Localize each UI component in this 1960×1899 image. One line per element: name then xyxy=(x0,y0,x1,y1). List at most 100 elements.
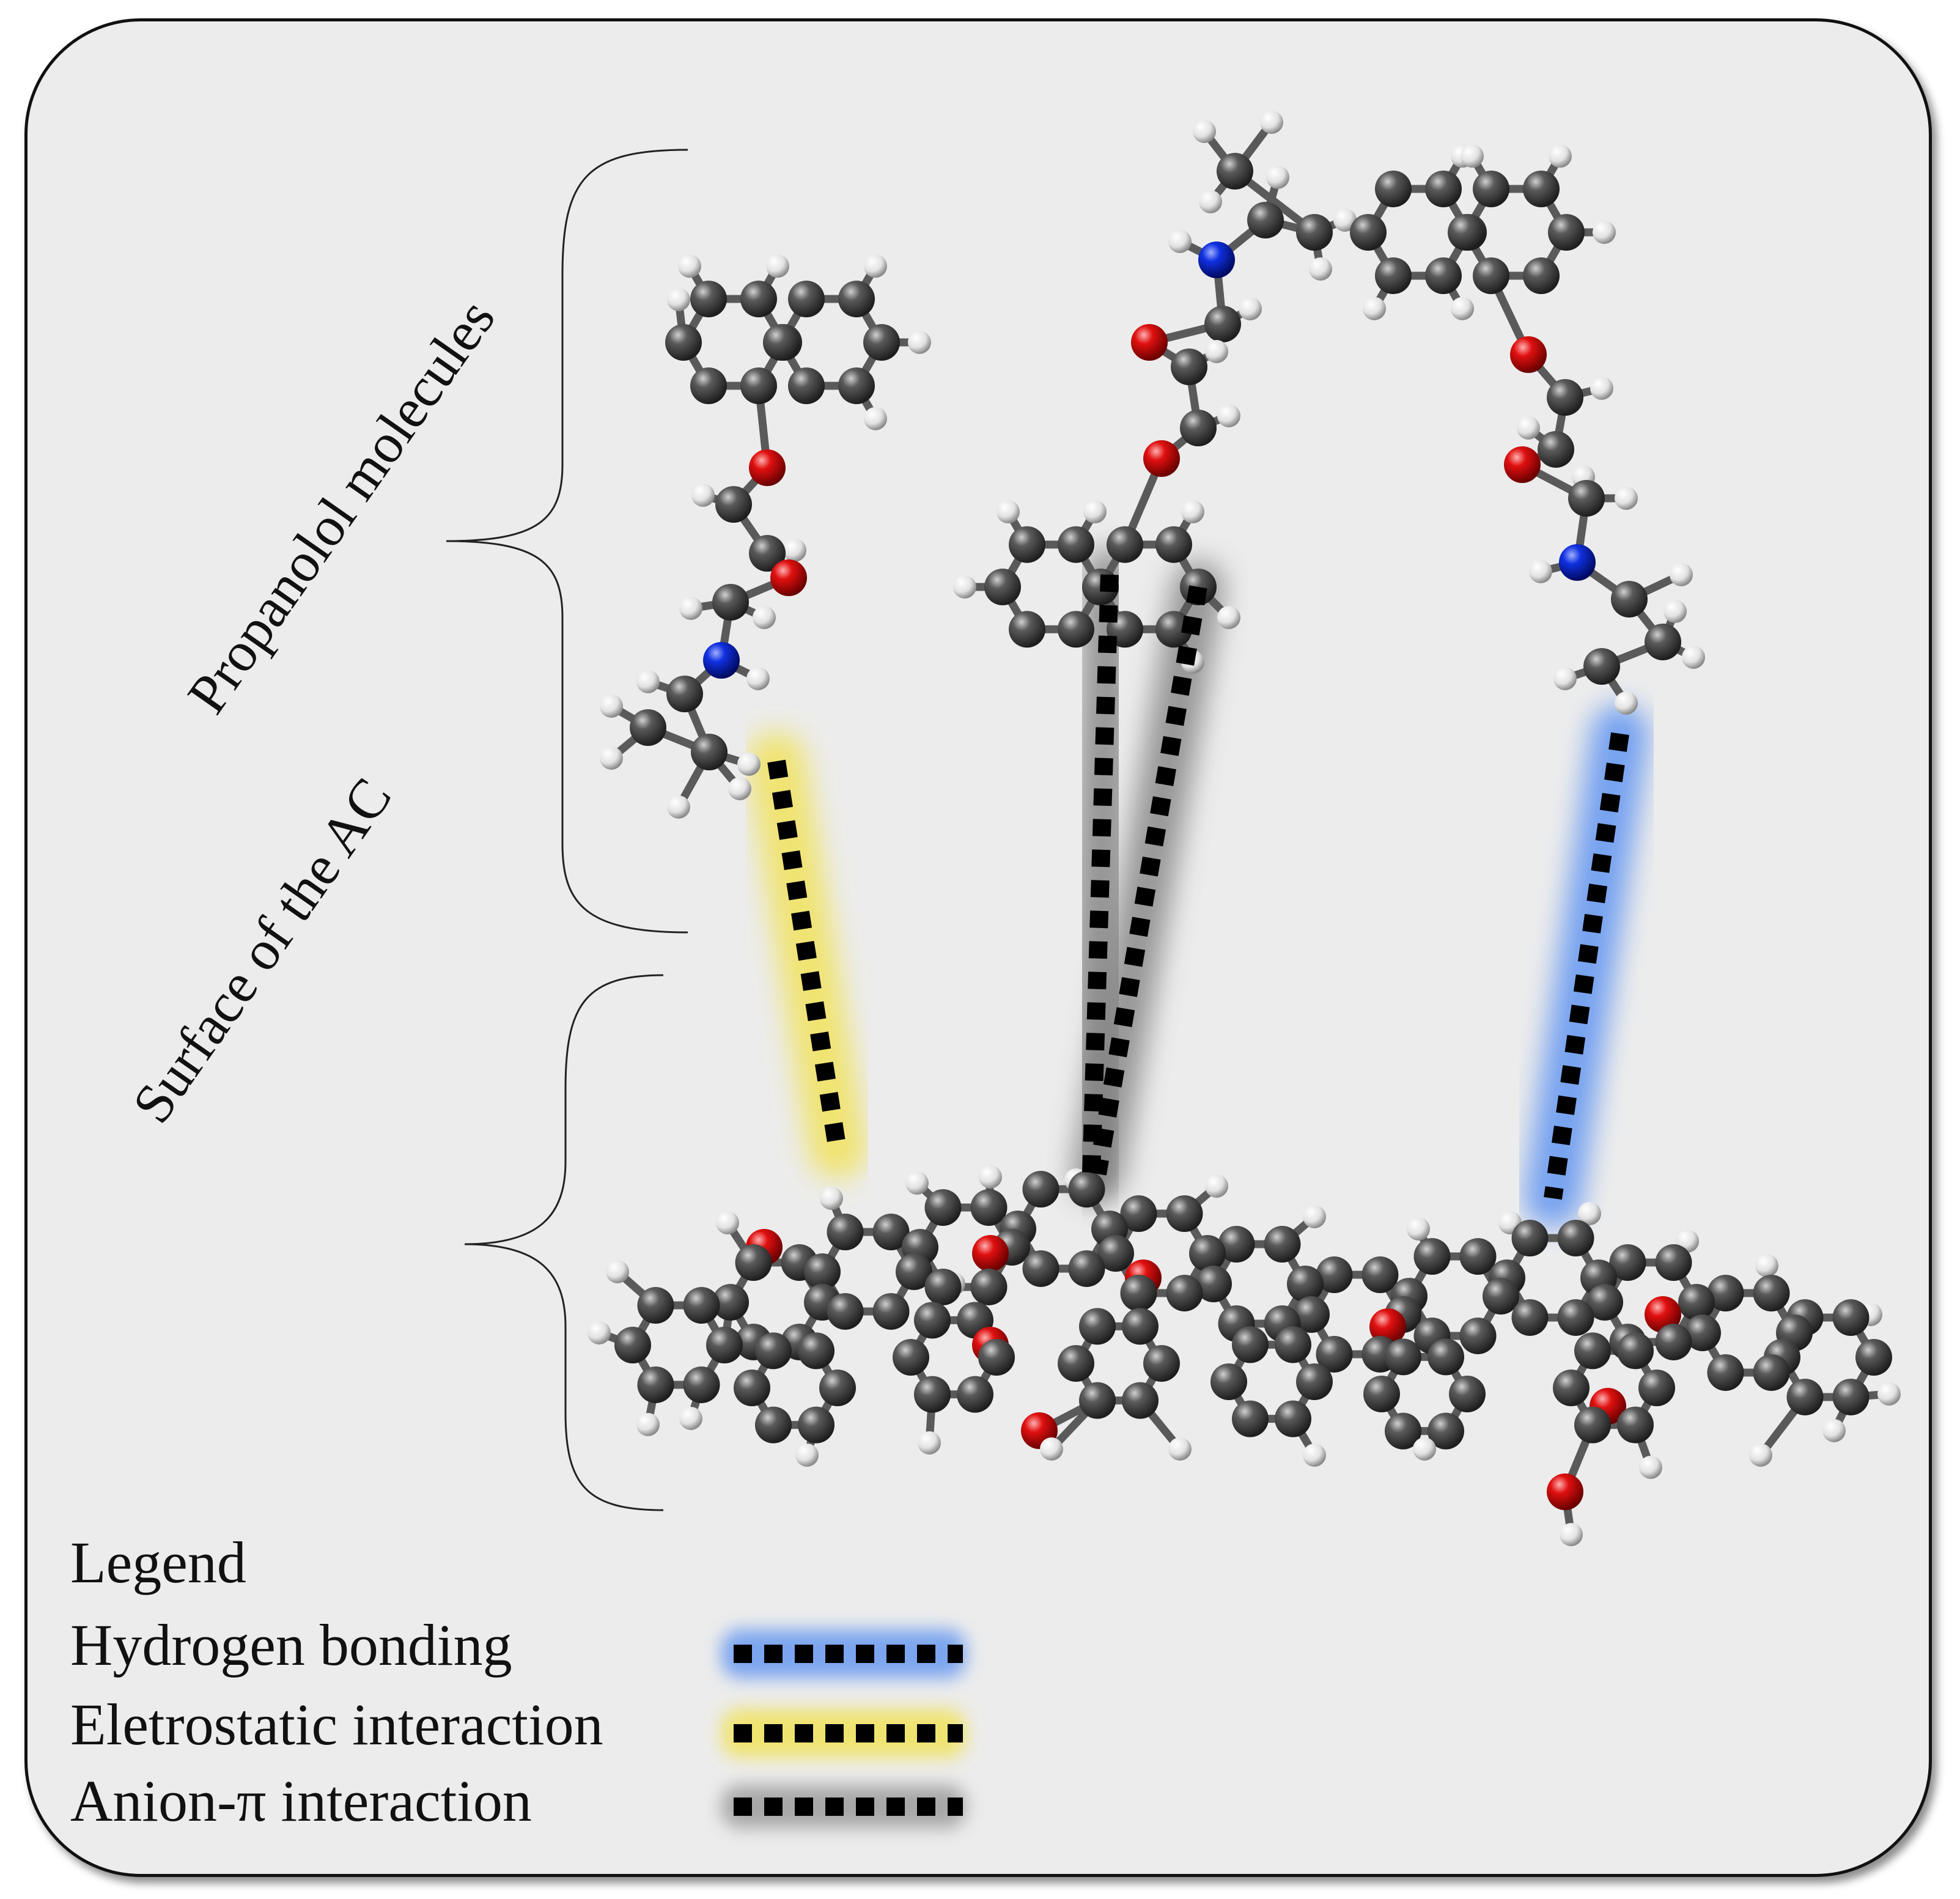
hydrogen-atom xyxy=(783,539,806,562)
carbon-atom xyxy=(924,1268,962,1305)
hydrogen-atom xyxy=(1199,190,1222,213)
carbon-atom xyxy=(1009,611,1045,648)
hydrogen-atom xyxy=(1168,1437,1192,1461)
carbon-atom xyxy=(1375,170,1412,207)
oxygen-atom xyxy=(1547,1473,1583,1510)
carbon-atom xyxy=(798,1332,834,1370)
carbon-atom xyxy=(1079,1308,1116,1345)
carbon-atom xyxy=(1171,348,1207,385)
oxygen-atom xyxy=(1504,446,1541,483)
oxygen-atom xyxy=(1645,1296,1681,1333)
carbon-atom xyxy=(1413,1238,1451,1275)
oxygen-atom xyxy=(1510,336,1547,373)
carbon-atom xyxy=(1547,379,1583,416)
carbon-atom xyxy=(1538,431,1574,468)
hydrogen-atom xyxy=(1877,1382,1901,1406)
carbon-atom xyxy=(691,734,728,770)
carbon-atom xyxy=(914,1376,951,1413)
carbon-atom xyxy=(1678,1284,1715,1321)
carbon-atom xyxy=(637,1287,674,1324)
carbon-atom xyxy=(1275,1400,1311,1437)
carbon-atom xyxy=(1107,526,1143,563)
hydrogen-atom xyxy=(1363,297,1386,320)
oxygen-atom xyxy=(1143,440,1180,477)
carbon-atom xyxy=(827,1292,864,1330)
carbon-atom xyxy=(1449,1376,1486,1412)
carbon-atom xyxy=(1287,1266,1324,1302)
hydrogen-atom xyxy=(737,753,761,776)
hydrogen-atom xyxy=(636,1413,660,1436)
hydrogen-atom xyxy=(1663,600,1687,623)
hydrogen-atom xyxy=(1822,1419,1846,1442)
carbon-atom xyxy=(1611,581,1648,618)
carbon-atom xyxy=(1120,1195,1157,1233)
carbon-atom xyxy=(924,1189,962,1226)
carbon-atom xyxy=(1574,1332,1611,1370)
carbon-atom xyxy=(1574,1406,1611,1444)
carbon-atom xyxy=(1385,1412,1421,1450)
carbon-atom xyxy=(1483,1278,1519,1315)
hydrogen-atom xyxy=(1682,646,1705,669)
legend-label-hydrogen-bonding: Hydrogen bonding xyxy=(70,1612,512,1678)
carbon-atom xyxy=(788,367,825,405)
hydrogen-atom xyxy=(606,1260,629,1283)
hydrogen-atom xyxy=(1333,208,1357,232)
anion-pi-interaction-lines xyxy=(1082,574,1207,1176)
carbon-atom xyxy=(1058,526,1094,563)
carbon-atom xyxy=(1232,1400,1269,1437)
hydrogen-atom xyxy=(679,597,702,620)
hydrogen-atom xyxy=(795,1444,819,1467)
hydrogen-atom xyxy=(600,747,623,770)
carbon-atom xyxy=(1079,1382,1116,1419)
hydrogen-atom xyxy=(1205,340,1228,363)
carbon-atom xyxy=(1022,1250,1059,1287)
hydrogen-atom xyxy=(1593,221,1616,244)
carbon-atom xyxy=(1385,1338,1421,1376)
hydrogen-atom xyxy=(1749,1444,1772,1467)
carbon-atom xyxy=(798,1406,834,1444)
hydrogen-atom xyxy=(1217,606,1240,629)
carbon-atom xyxy=(1832,1299,1870,1337)
nitrogen-atom xyxy=(1198,242,1235,278)
legend-label-anion-pi: Anion-π interaction xyxy=(70,1768,532,1834)
legend-label-electrostatic: Eletrostatic interaction xyxy=(70,1692,603,1757)
carbon-atom xyxy=(1180,410,1217,446)
carbon-atom xyxy=(1122,1382,1159,1419)
carbon-atom xyxy=(872,1214,910,1251)
carbon-atom xyxy=(827,1214,864,1251)
carbon-atom xyxy=(1247,202,1284,238)
hydrogen-atom xyxy=(1193,120,1216,143)
oxygen-atom xyxy=(1131,324,1168,361)
carbon-atom xyxy=(1316,1335,1353,1373)
carbon-atom xyxy=(1155,611,1192,648)
hydrogen-atom xyxy=(1168,230,1192,253)
carbon-atom xyxy=(1296,214,1333,251)
carbon-atom xyxy=(637,1366,674,1403)
hydrogen-atom xyxy=(600,695,623,718)
carbon-atom xyxy=(1459,1238,1497,1275)
hydrogen-atom xyxy=(1639,1456,1662,1479)
carbon-atom xyxy=(1459,1317,1497,1354)
carbon-atom xyxy=(1548,214,1585,251)
carbon-atom xyxy=(1122,1308,1159,1345)
carbon-atom xyxy=(763,324,800,361)
carbon-atom xyxy=(863,324,900,361)
carbon-atom xyxy=(1511,1299,1549,1336)
hydrogen-atom xyxy=(1266,166,1289,189)
carbon-atom xyxy=(690,280,727,317)
hydrogen-atom xyxy=(953,575,976,599)
carbon-atom xyxy=(1586,1284,1623,1321)
hydrogen-atom xyxy=(1529,560,1552,583)
carbon-atom xyxy=(1232,1326,1269,1363)
carbon-atom xyxy=(1428,1338,1464,1376)
carbon-atom xyxy=(1217,153,1253,190)
carbon-atom xyxy=(1361,1256,1399,1294)
carbon-atom xyxy=(740,367,777,405)
carbon-atom xyxy=(1195,1266,1232,1302)
carbon-atom xyxy=(755,1406,792,1444)
hydrogen-atom xyxy=(1517,416,1540,440)
carbon-atom xyxy=(683,1366,720,1403)
carbon-atom xyxy=(1638,1370,1675,1406)
oxygen-atom xyxy=(1369,1308,1406,1345)
